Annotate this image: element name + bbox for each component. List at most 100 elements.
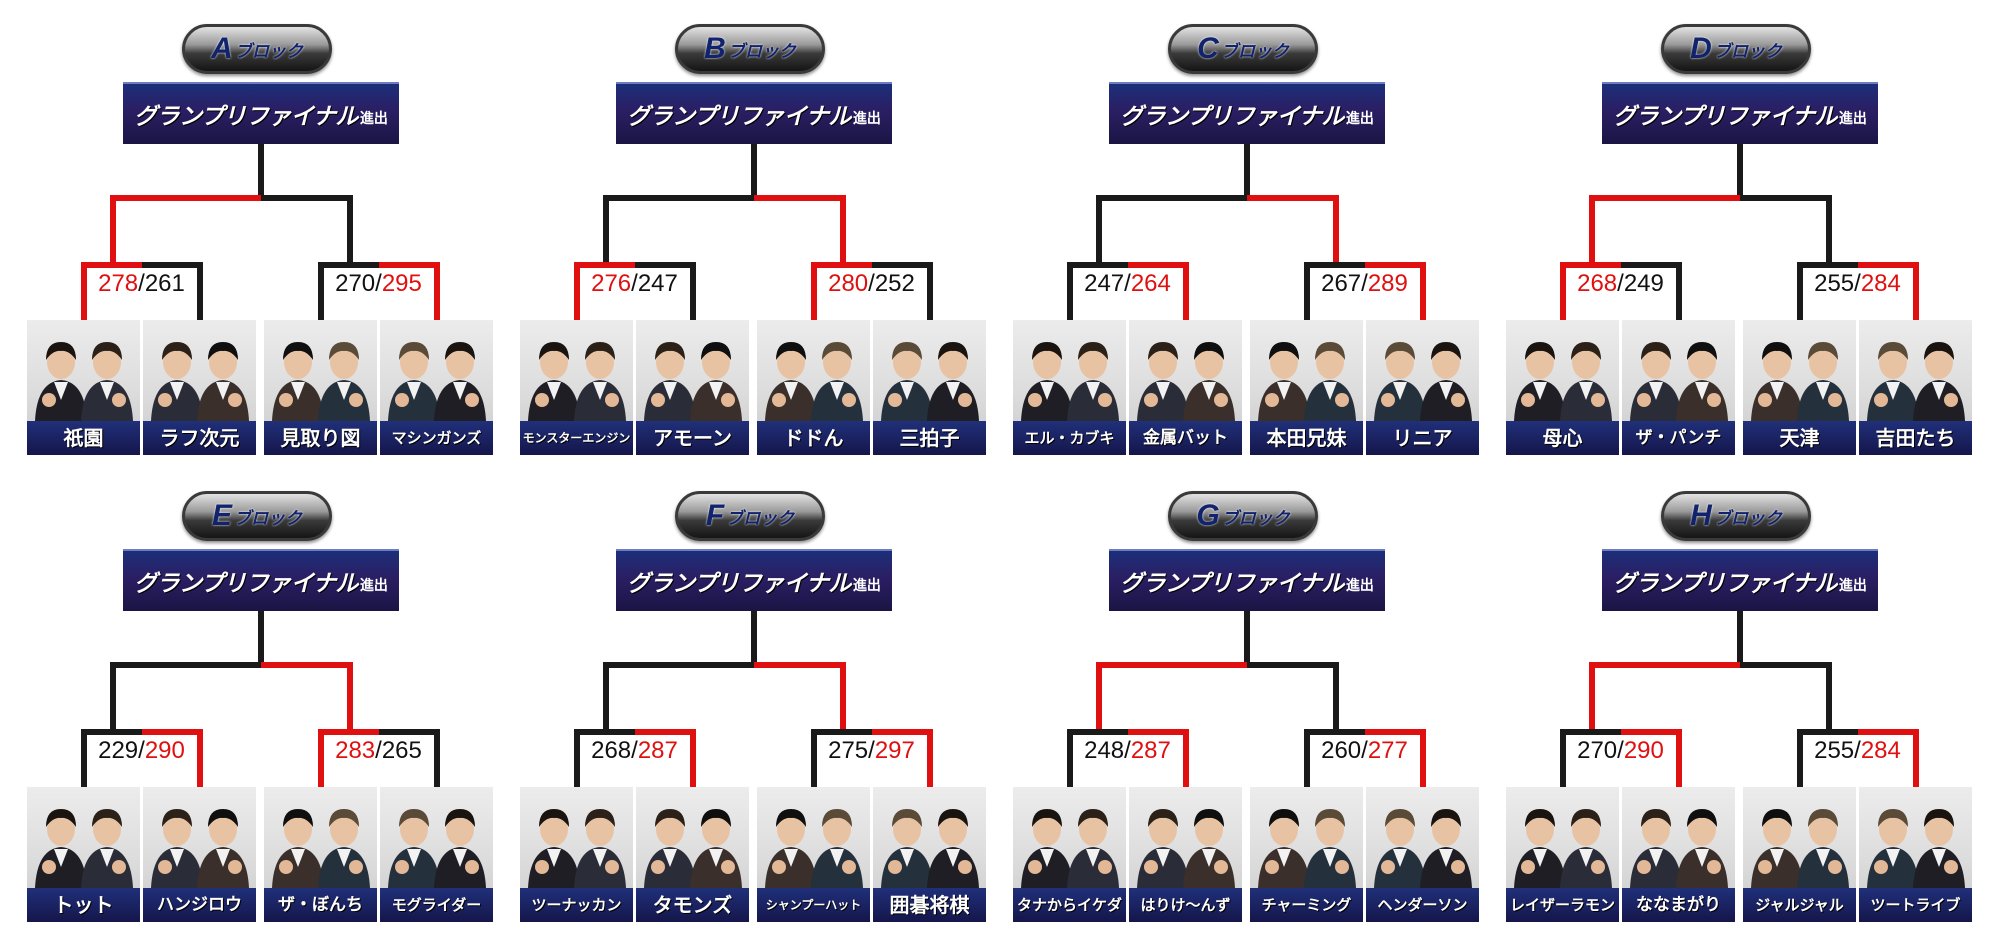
person-face [400,345,428,379]
block-letter: D [1690,32,1712,65]
comedian-card[interactable]: ザ・ぼんち [264,787,377,922]
person-fist [465,860,479,874]
block-letter: C [1197,32,1219,65]
comedian-card[interactable]: モグライダー [380,787,493,922]
person-body [388,380,440,421]
comedian-card[interactable]: はりけ〜んず [1129,787,1242,922]
comedian-card[interactable]: トット [27,787,140,922]
person-body [1374,380,1426,421]
comedian-card[interactable]: モンスターエンジン [520,320,633,455]
comedian-photo [1630,342,1728,421]
person-fist [958,860,972,874]
person-body [528,380,580,421]
person-face [1809,812,1837,846]
person-body [197,847,249,888]
person-face [1079,345,1107,379]
banner-title: グランプリファイナル [627,103,851,130]
comedian-card[interactable]: 三拍子 [873,320,986,455]
comedian-card[interactable]: マシンガンズ [380,320,493,455]
person-body [644,380,696,421]
score-left: 280 [828,270,869,297]
person-hair [1808,342,1838,360]
person-fist [112,393,126,407]
comedian-card[interactable]: 天津 [1743,320,1856,455]
match-drop-right [196,729,203,787]
comedian-card[interactable]: 本田兄妹 [1250,320,1363,455]
match-score: 278/261 [93,268,190,300]
score-left: 270 [335,270,376,297]
person-hair [1571,809,1601,827]
comedian-card[interactable]: 見取り図 [264,320,377,455]
comedian-card[interactable]: ななまがり [1622,787,1735,922]
person-hair [1431,809,1461,827]
comedian-photo [1374,809,1472,888]
person-shirt [54,382,68,400]
score-separator: / [868,737,875,764]
person-body [1258,847,1310,888]
score-right: 284 [1860,737,1901,764]
person-face [656,812,684,846]
match-bar-left [1303,262,1365,268]
comedian-card[interactable]: タナからイケダ [1013,787,1126,922]
comedian-card[interactable]: リニア [1366,320,1479,455]
comedian-card[interactable]: ハンジロウ [143,787,256,922]
comedian-card[interactable]: ジャルジャル [1743,787,1856,922]
comedian-card[interactable]: シャンプーハット [757,787,870,922]
person-body [81,847,133,888]
person-fist [158,860,172,874]
comedian-name: 祇園 [27,421,140,455]
comedian-card[interactable]: 吉田たち [1859,320,1972,455]
comedian-photo [765,342,863,421]
person-body [1676,380,1728,421]
comedian-card[interactable]: 金属バット [1129,320,1242,455]
banner-subtitle: 進出 [359,111,388,127]
person-hair [1032,809,1062,827]
block-letter: H [1690,499,1712,532]
comedian-card[interactable]: 祇園 [27,320,140,455]
person-body [318,847,370,888]
score-left: 268 [1577,270,1618,297]
score-left: 268 [591,737,632,764]
comedian-card[interactable]: 囲碁将棋 [873,787,986,922]
comedian-card[interactable]: レイザーラモン [1506,787,1619,922]
score-left: 255 [1814,270,1855,297]
comedian-card[interactable]: タモンズ [636,787,749,922]
comedian-card[interactable]: アモーン [636,320,749,455]
match-drop-left [1066,729,1073,787]
comedian-card[interactable]: ヘンダーソン [1366,787,1479,922]
match-drop-right [433,262,440,320]
comedian-name: はりけ〜んず [1129,888,1242,922]
person-body [434,847,486,888]
person-hair [701,342,731,360]
match-drop-left [573,729,580,787]
score-separator: / [375,270,382,297]
person-body [881,380,933,421]
person-hair [1385,809,1415,827]
person-shirt [1393,382,1407,400]
comedian-card[interactable]: エル・カブキ [1013,320,1126,455]
person-body [197,380,249,421]
person-face [1879,345,1907,379]
comedian-card[interactable]: ツーナッカン [520,787,633,922]
person-shirt [1393,849,1407,867]
comedian-card[interactable]: ザ・パンチ [1622,320,1735,455]
person-body [881,847,933,888]
person-hair [701,809,731,827]
person-body [151,847,203,888]
comedian-card[interactable]: ツートライブ [1859,787,1972,922]
score-right: 287 [637,737,678,764]
person-hair [46,342,76,360]
person-shirt [1695,382,1709,400]
person-shirt [1277,849,1291,867]
match-score: 248/287 [1079,735,1176,767]
person-fist [1144,860,1158,874]
comedian-card[interactable]: ラフ次元 [143,320,256,455]
person-hair [1687,809,1717,827]
comedian-card[interactable]: 母心 [1506,320,1619,455]
person-fist [1381,860,1395,874]
comedian-card[interactable]: チャーミング [1250,787,1363,922]
match-bar-right [871,729,933,735]
bracket-right-riser [840,662,846,732]
comedian-card[interactable]: ドドん [757,320,870,455]
